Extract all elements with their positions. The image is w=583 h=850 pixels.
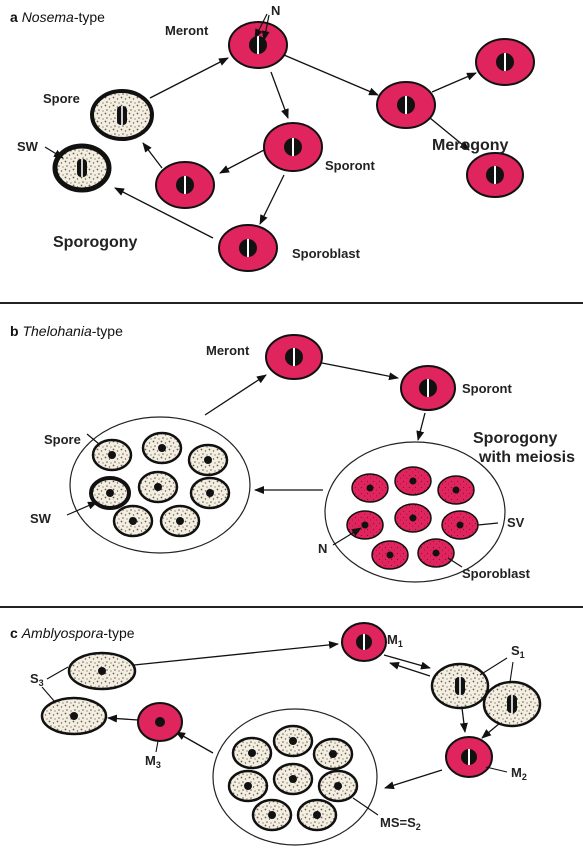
label-sw-b: SW bbox=[30, 511, 52, 526]
m2-pointer bbox=[485, 766, 508, 773]
arrow-sporoblast-sw bbox=[114, 187, 214, 239]
label-sporogony-b1: Sporogony bbox=[473, 430, 558, 447]
ms-pointer bbox=[352, 797, 379, 816]
s3-spore-upper bbox=[67, 651, 137, 691]
s1-spore-lower bbox=[482, 680, 542, 728]
label-s3: S3 bbox=[30, 671, 44, 688]
label-m2: M2 bbox=[511, 765, 527, 782]
label-n-b: N bbox=[318, 541, 327, 556]
spore-pointer-b bbox=[86, 433, 100, 445]
sporoblasts-group-b bbox=[346, 466, 479, 570]
s1-spore-upper bbox=[430, 662, 490, 710]
sv-pointer bbox=[477, 522, 499, 526]
merogony-cell-center bbox=[376, 81, 436, 129]
arrow-s1b-m2 bbox=[481, 722, 501, 739]
label-sporont-a: Sporont bbox=[325, 158, 375, 173]
sporoblast-cell-left bbox=[155, 161, 215, 209]
label-n-a: N bbox=[271, 3, 280, 18]
panel-c-title: c Amblyospora-type bbox=[10, 625, 135, 641]
label-sporogony-b2: with meiosis bbox=[478, 449, 575, 466]
s3-pointer-2 bbox=[41, 686, 56, 703]
label-sporoblast-b: Sporoblast bbox=[462, 566, 531, 581]
arrow-s1-m1 bbox=[389, 661, 431, 677]
merogony-cell-bottom bbox=[466, 152, 524, 198]
arrow-merogony-down bbox=[429, 117, 470, 151]
s1-pointer-2 bbox=[509, 661, 514, 683]
arrow-meront-sporont-b bbox=[321, 362, 399, 381]
m3-pointer bbox=[155, 740, 159, 753]
sporoblast-cell bbox=[218, 224, 278, 272]
panel-b-title: b Thelohania-type bbox=[10, 323, 123, 339]
n-pointer-1 bbox=[254, 13, 268, 39]
sw-pointer-b bbox=[66, 501, 98, 516]
arrow-meront-sporont bbox=[270, 71, 289, 119]
sporont-cell bbox=[263, 122, 323, 172]
n-pointer-b bbox=[332, 527, 362, 546]
arrow-m1-s1 bbox=[383, 654, 431, 670]
meront-cell-b bbox=[265, 334, 323, 380]
arrow-ms-m3 bbox=[175, 731, 214, 754]
sw-spore-cell bbox=[52, 143, 112, 193]
panel-b: b Thelohania-type bbox=[10, 323, 575, 583]
arrow-spore-meront bbox=[149, 57, 229, 99]
m2-cell bbox=[445, 736, 493, 778]
sw-pointer-a bbox=[44, 146, 64, 159]
arrow-merogony-up bbox=[431, 72, 477, 93]
sporont-cell-b bbox=[400, 365, 456, 411]
meront-cell bbox=[228, 21, 288, 69]
label-sv: SV bbox=[507, 515, 525, 530]
s3-pointer-1 bbox=[46, 666, 69, 680]
label-sporogony-a: Sporogony bbox=[53, 234, 138, 251]
label-m3: M3 bbox=[145, 753, 161, 770]
arrow-sporont-cell bbox=[219, 149, 265, 174]
arrow-s3-m1 bbox=[133, 640, 339, 666]
arrow-spores-meront bbox=[204, 374, 267, 416]
arrow-meront-meront2 bbox=[283, 54, 379, 96]
spores-group-b bbox=[89, 431, 231, 538]
label-sporont-b: Sporont bbox=[462, 381, 512, 396]
label-spore-a: Spore bbox=[43, 91, 80, 106]
panel-c: c Amblyospora-type bbox=[10, 622, 542, 846]
panel-a-title: a Nosema-type bbox=[10, 9, 105, 25]
s3-spore-lower bbox=[40, 696, 108, 736]
label-ms-s2: MS=S2 bbox=[380, 815, 421, 832]
panel-a: a Nosema-type bbox=[10, 3, 535, 272]
label-meront-b: Meront bbox=[206, 343, 250, 358]
label-spore-b: Spore bbox=[44, 432, 81, 447]
spore-cell bbox=[90, 89, 154, 141]
label-sw-a: SW bbox=[17, 139, 39, 154]
arrow-sporont-sporoblast bbox=[259, 174, 285, 225]
label-m1: M1 bbox=[387, 632, 403, 649]
arrow-s1-m2 bbox=[459, 707, 468, 733]
s1-pointer-1 bbox=[479, 657, 508, 676]
label-s1: S1 bbox=[511, 643, 525, 660]
n-pointer-2 bbox=[261, 14, 270, 41]
merogony-cell-top bbox=[475, 38, 535, 86]
meiospores-group bbox=[227, 724, 359, 832]
arrow-sporont-sv bbox=[416, 412, 426, 441]
label-sporoblast-a: Sporoblast bbox=[292, 246, 361, 261]
m1-cell bbox=[341, 622, 387, 662]
m3-cell bbox=[137, 702, 183, 742]
label-merogony: Merogony bbox=[432, 137, 509, 154]
arrow-m3-s3 bbox=[107, 714, 139, 723]
sporoblast-pointer-b bbox=[447, 557, 463, 568]
arrow-m2-ms bbox=[384, 769, 443, 790]
label-meront-a: Meront bbox=[165, 23, 209, 38]
arrow-cell-spore bbox=[142, 142, 163, 169]
